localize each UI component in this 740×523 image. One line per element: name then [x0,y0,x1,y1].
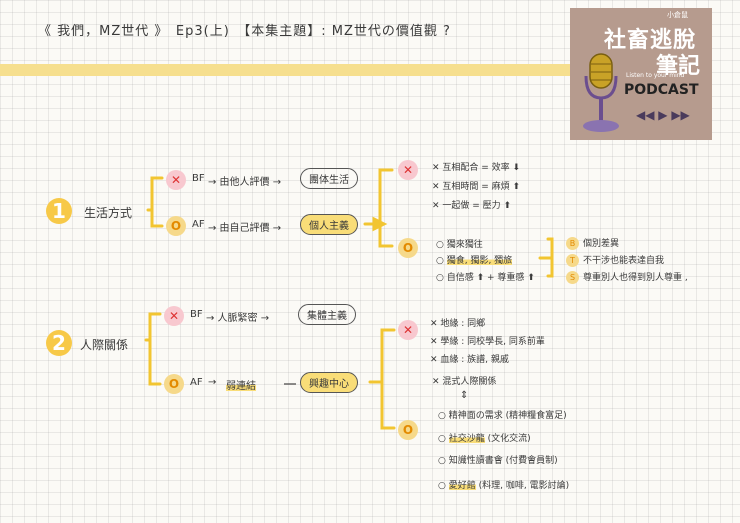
pros-item-text: 獨食, 獨影, 獨旅 [446,256,513,266]
cons-item: ✕ 互相配合 = 效率 ⬇ [432,163,521,173]
cons-cross-mark: ✕ [398,160,418,180]
concept-interest-center: 興趣中心 [300,372,358,393]
cons-item: ✕ 學緣 : 同校學長, 同系前輩 [430,337,545,347]
pros-item: ○ 愛好館 (料理, 咖啡, 電影討論) [438,481,570,491]
detail-item: T 不干涉也能表達自我 [566,253,664,267]
highlight-band [0,64,570,76]
af-mid: 弱連結 [226,377,256,392]
pros-heading: ✕ 混式人際關係 [432,377,497,387]
af-circle-mark: O [164,374,184,394]
page-title: 《 我們，MZ世代 》 Ep3(上) 【本集主題】: MZ世代の價值觀 ? [38,24,451,39]
cover-podcast: PODCAST [624,82,699,98]
pros-item-text: 獨來獨往 [446,240,483,250]
concept-individualism: 個人主義 [300,214,358,235]
detail-item: S 尊重別人也得到別人尊重 , [566,270,688,284]
af-tag: AF [190,377,203,388]
af-circle-mark: O [166,216,186,236]
pros-item: ○ 獨食, 獨影, 獨旅 [436,256,513,266]
player-controls: ◀◀ ▶ ▶▶ [636,108,690,122]
concept-group-life: 團体生活 [300,168,358,189]
cover-tagline: Listen to your mind [626,72,685,79]
section-number-1: 1 [46,198,72,224]
concept-collectivism: 集體主義 [298,304,356,325]
podcast-cover: 小倉鼠 社畜逃脫 筆記 Listen to your mind PODCAST … [570,8,712,140]
bf-cross-mark: ✕ [164,306,184,326]
pros-item-note: (文化交流) [487,434,531,444]
detail-badge: T [566,254,579,267]
af-text: → 由自己評價 → [208,223,282,234]
pros-circle-mark: O [398,420,418,440]
af-tag: AF [192,219,205,230]
section-label-relationships: 人際關係 [80,338,129,352]
cons-item: ✕ 血緣 : 族譜, 親戚 [430,355,509,365]
detail-text: 尊重別人也得到別人尊重 , [583,273,688,283]
detail-item: B 個別差異 [566,236,619,250]
cons-item: ✕ 互相時間 = 麻煩 ⬆ [432,182,521,192]
pros-item-main: 社交沙龍 [448,434,485,444]
cover-title-top: 社畜逃脫 [604,27,697,53]
cover-brand: 小倉鼠 [667,11,688,19]
bf-cross-mark: ✕ [166,170,186,190]
pros-item: ○ 社交沙龍 (文化交流) [438,434,531,444]
bf-text: → 由他人評價 → [208,177,282,188]
microphone-icon [583,53,619,132]
detail-text: 個別差異 [583,239,620,249]
detail-badge: S [566,271,579,284]
pros-item-main: 精神面の需求 [448,411,503,421]
bf-tag: BF [190,309,203,320]
pros-item-note: (料理, 咖啡, 電影討論) [478,481,570,491]
pros-item: ○ 知識性讀書會 (付費會員制) [438,456,558,466]
weak-ties-text: 弱連結 [226,381,256,392]
pros-item: ○ 精神面の需求 (精神糧食富足) [438,411,567,421]
section-number-2: 2 [46,330,72,356]
af-text: → [208,377,217,388]
pros-item-text: 自信感 ⬆ + 尊重感 ⬆ [446,273,535,283]
pros-item-main: 愛好館 [448,481,476,491]
exchange-arrow: ⇕ [460,390,469,401]
bf-tag: BF [192,173,205,184]
cons-item: ✕ 地緣 : 同鄉 [430,319,486,329]
cover-title-bottom: 筆記 [656,53,701,79]
cons-cross-mark: ✕ [398,320,418,340]
detail-text: 不干涉也能表達自我 [583,256,665,266]
detail-badge: B [566,237,579,250]
pros-circle-mark: O [398,238,418,258]
pros-item: ○ 自信感 ⬆ + 尊重感 ⬆ [436,273,535,283]
pros-item-main: 知識性讀書會 [448,456,503,466]
bf-text: → 人脈緊密 → [206,313,270,324]
pros-item-note: (精神糧食富足) [505,411,567,421]
pros-item: ○ 獨來獨往 [436,240,483,250]
cons-item: ✕ 一起做 = 壓力 ⬆ [432,201,512,211]
section-label-lifestyle: 生活方式 [84,206,133,220]
pros-item-note: (付費會員制) [505,456,558,466]
